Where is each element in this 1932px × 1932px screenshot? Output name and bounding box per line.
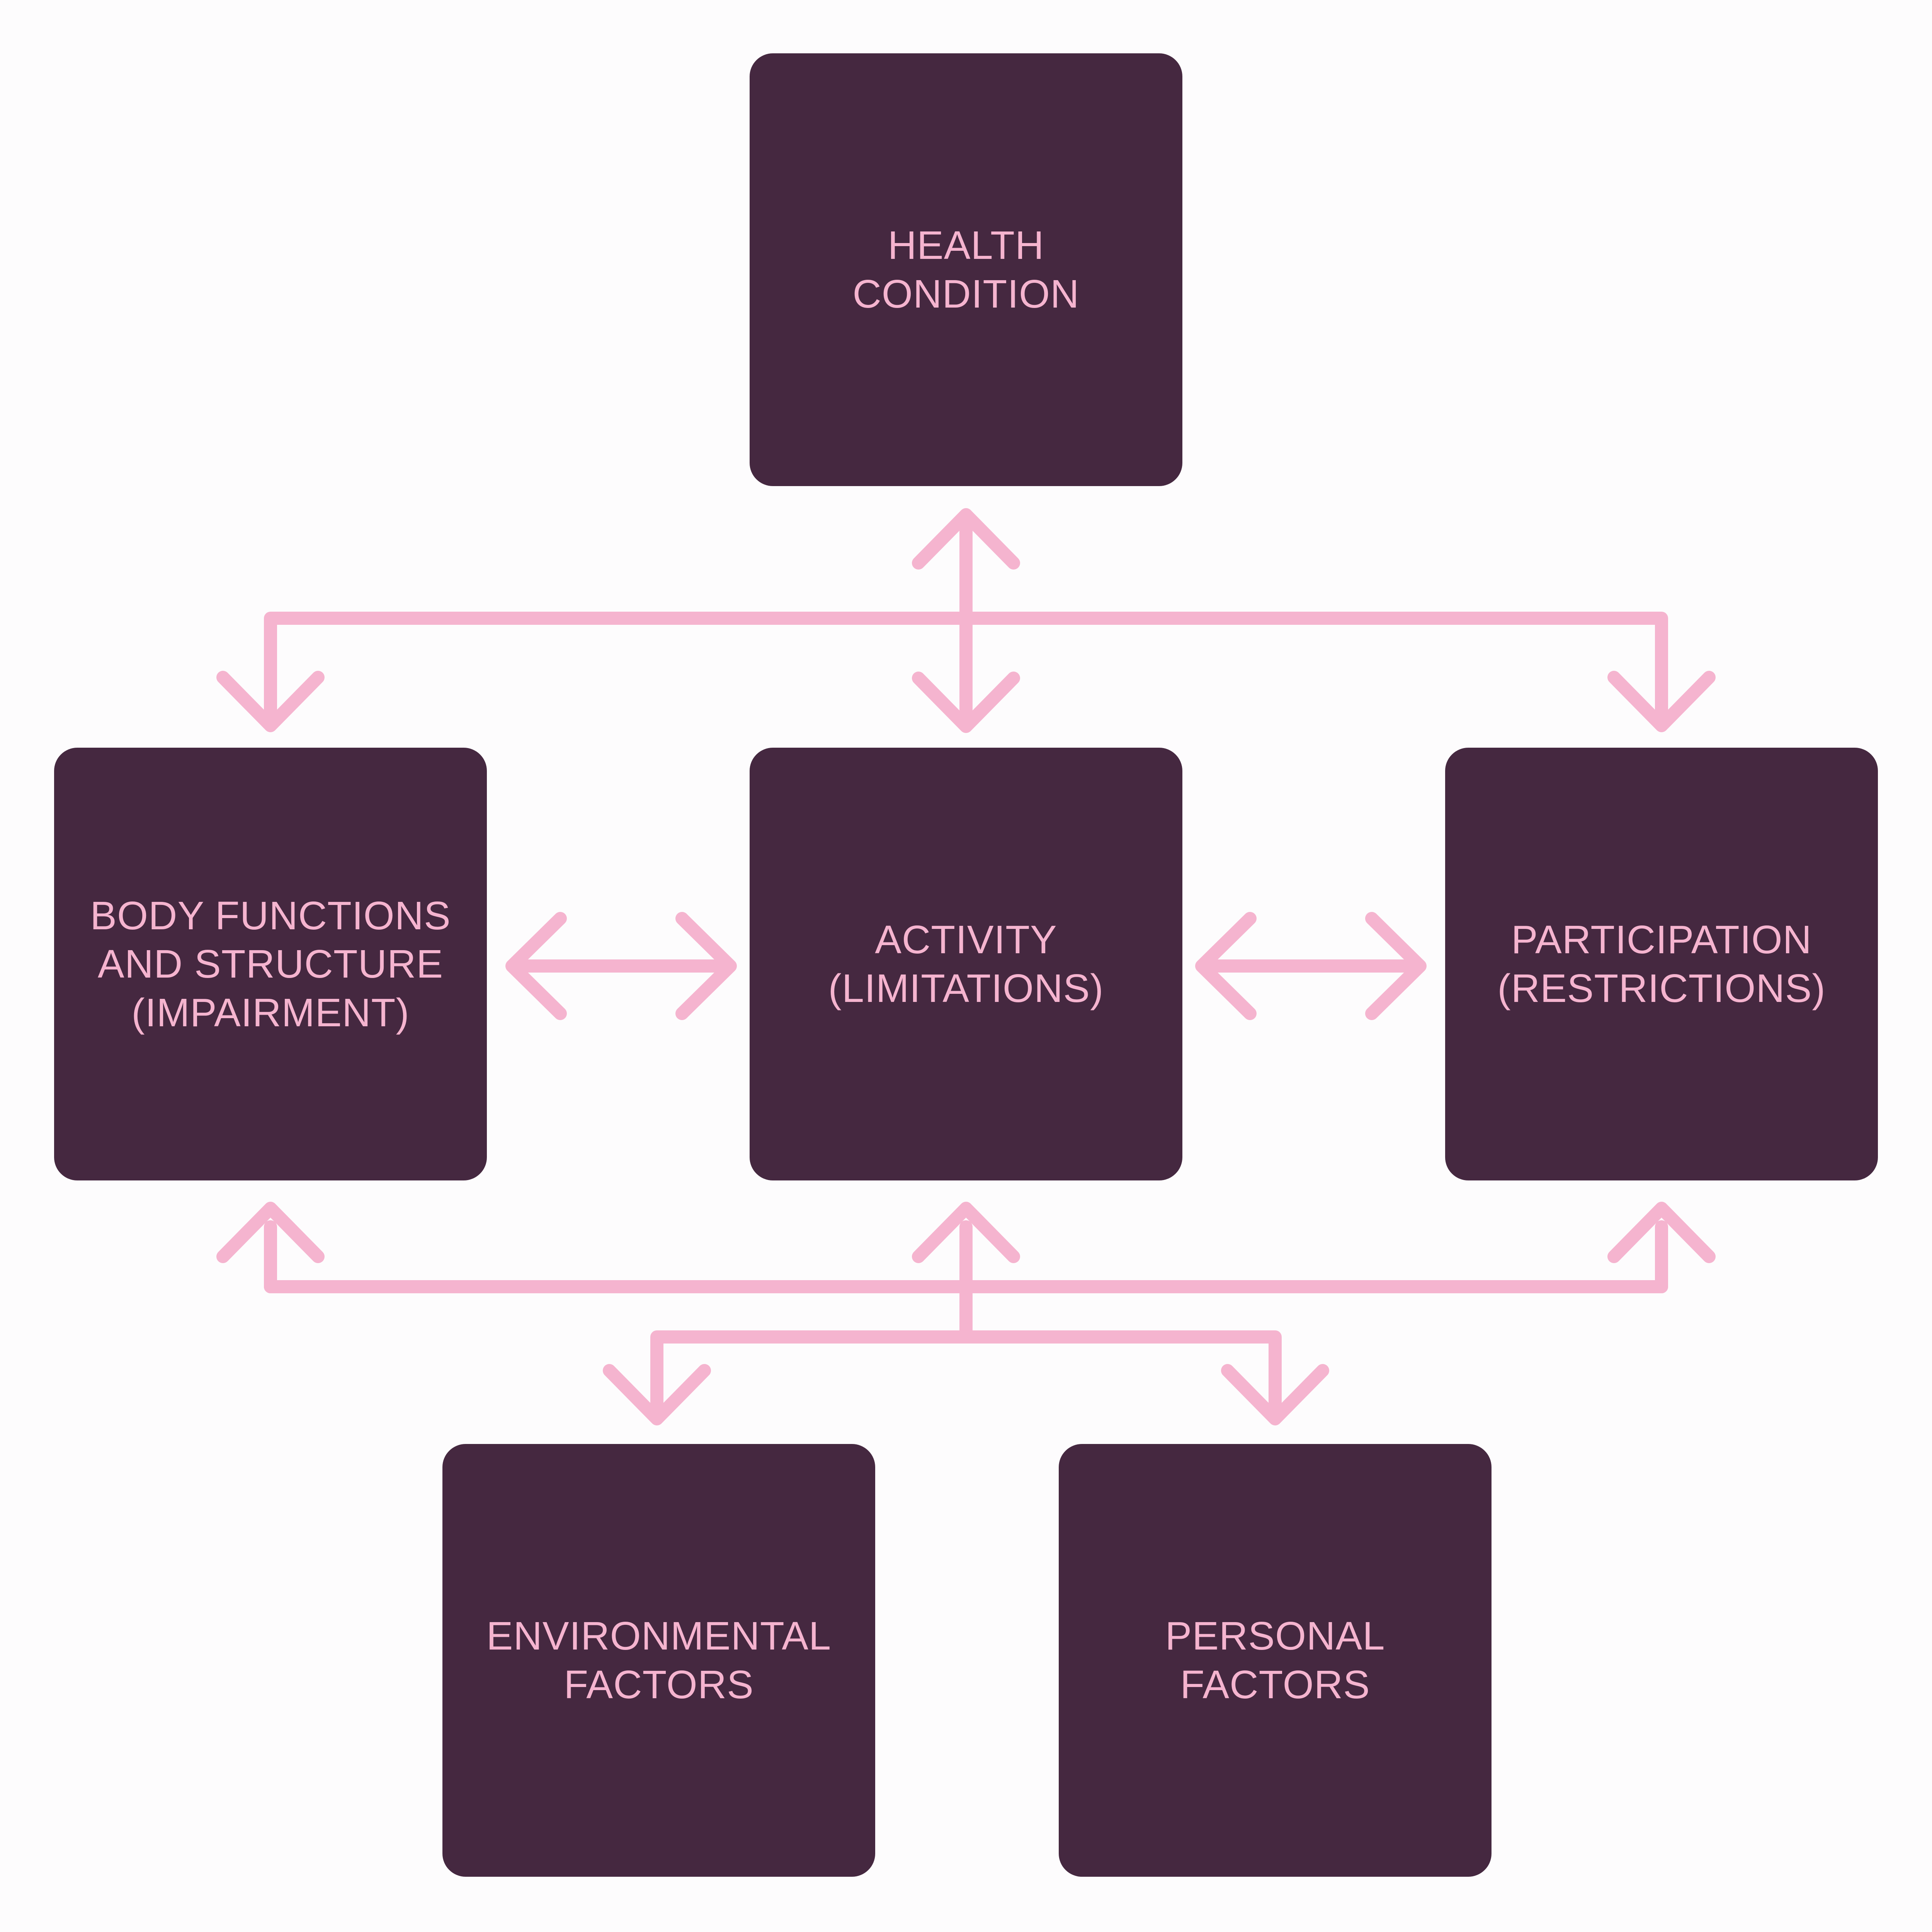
arrow-body-activity: [505, 912, 737, 1020]
node-participation-label: PARTICIPATION (RESTRICTIONS): [1497, 917, 1826, 1010]
node-personal-factors-label: PERSONAL FACTORS: [1165, 1614, 1385, 1707]
node-environmental-factors-label: ENVIRONMENTAL FACTORS: [486, 1614, 832, 1707]
arrow-contextual-factors: [216, 1202, 1716, 1425]
node-body-functions-label: BODY FUNCTIONS AND STRUCTURE (IMPAIRMENT…: [90, 893, 451, 1035]
arrow-health-branch: [216, 612, 1716, 732]
node-personal-factors: PERSONAL FACTORS: [1059, 1444, 1492, 1877]
node-health-condition-label: HEALTH CONDITION: [852, 223, 1080, 316]
node-environmental-factors: ENVIRONMENTAL FACTORS: [442, 1444, 875, 1877]
node-activity-label: ACTIVITY (LIMITATIONS): [828, 917, 1104, 1010]
node-body-functions: BODY FUNCTIONS AND STRUCTURE (IMPAIRMENT…: [54, 748, 487, 1180]
node-participation: PARTICIPATION (RESTRICTIONS): [1445, 748, 1878, 1180]
node-health-condition: HEALTH CONDITION: [750, 53, 1182, 486]
arrow-activity-participation: [1195, 912, 1427, 1020]
node-activity: ACTIVITY (LIMITATIONS): [750, 748, 1182, 1180]
